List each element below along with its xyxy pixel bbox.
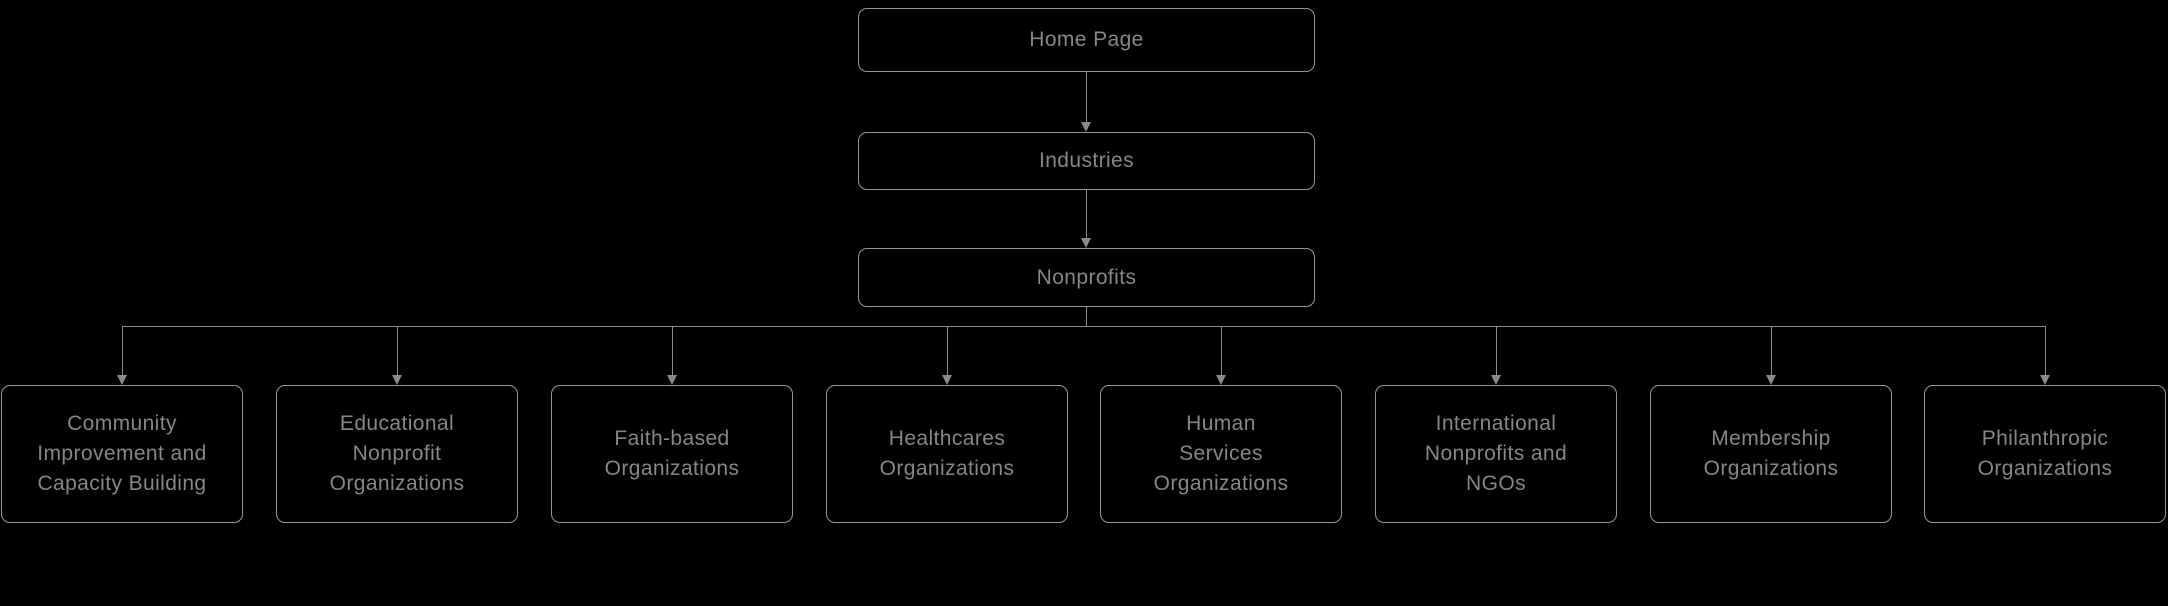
arrowhead-child-3	[667, 375, 677, 385]
node-healthcares-label: Healthcares Organizations	[879, 427, 1015, 480]
node-international-ngos-label: International Nonprofits and NGOs	[1424, 412, 1568, 495]
arrowhead-child-6	[1491, 375, 1501, 385]
node-nonprofits: Nonprofits	[858, 248, 1315, 307]
arrowhead-child-4	[942, 375, 952, 385]
node-home-page-label: Home Page	[1029, 28, 1144, 51]
connector-vline-home-industries	[1086, 72, 1087, 122]
node-international-ngos: International Nonprofits and NGOs	[1375, 385, 1617, 523]
node-membership-label: Membership Organizations	[1703, 427, 1839, 480]
node-educational-nonprofit-label: Educational Nonprofit Organizations	[329, 412, 465, 495]
node-nonprofits-label: Nonprofits	[1036, 265, 1137, 289]
node-faith-based-label: Faith-based Organizations	[604, 427, 740, 480]
node-philanthropic-label: Philanthropic Organizations	[1977, 427, 2113, 480]
node-faith-based: Faith-based Organizations	[551, 385, 793, 523]
arrowhead-child-8	[2040, 375, 2050, 385]
arrowhead-child-7	[1766, 375, 1776, 385]
connector-vline-child-2	[397, 326, 398, 375]
node-community-improvement: Community Improvement and Capacity Build…	[1, 385, 243, 523]
arrowhead-child-1	[117, 375, 127, 385]
node-healthcares: Healthcares Organizations	[826, 385, 1068, 523]
connector-vline-child-4	[947, 326, 948, 375]
node-industries: Industries	[858, 132, 1315, 190]
node-human-services: Human Services Organizations	[1100, 385, 1342, 523]
connector-vline-nonprofits-branch	[1086, 307, 1087, 326]
connector-vline-child-8	[2045, 326, 2046, 375]
connector-vline-child-5	[1221, 326, 1222, 375]
node-industries-label: Industries	[1038, 149, 1135, 172]
node-human-services-label: Human Services Organizations	[1153, 412, 1289, 495]
arrowhead-child-2	[392, 375, 402, 385]
arrowhead-industries	[1081, 122, 1091, 132]
connector-vline-industries-nonprofits	[1086, 190, 1087, 238]
node-philanthropic: Philanthropic Organizations	[1924, 385, 2166, 523]
arrowhead-nonprofits	[1081, 238, 1091, 248]
node-educational-nonprofit: Educational Nonprofit Organizations	[276, 385, 518, 523]
connector-vline-child-6	[1496, 326, 1497, 375]
node-home-page: Home Page	[858, 8, 1315, 72]
connector-vline-child-1	[122, 326, 123, 375]
connector-vline-child-7	[1771, 326, 1772, 375]
connector-vline-child-3	[672, 326, 673, 375]
node-membership: Membership Organizations	[1650, 385, 1892, 523]
arrowhead-child-5	[1216, 375, 1226, 385]
connector-hline-branch	[122, 326, 2045, 327]
node-community-improvement-label: Community Improvement and Capacity Build…	[37, 412, 207, 495]
